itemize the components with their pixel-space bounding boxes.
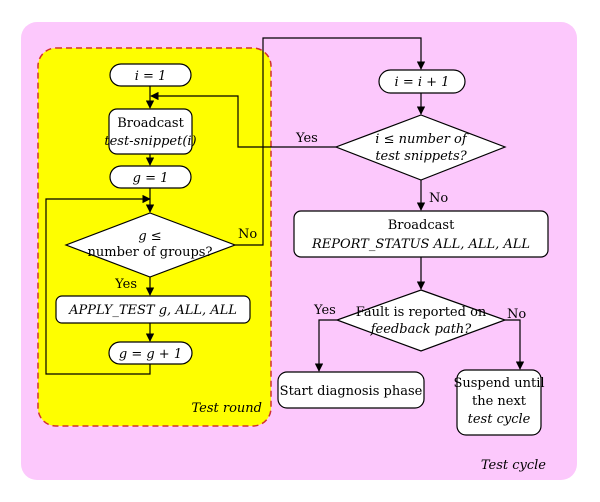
start-diagnosis-node — [277, 371, 425, 409]
yes-label-snippet: Yes — [295, 131, 318, 146]
suspend-line3: test cycle — [468, 412, 531, 427]
broadcast-word-2: Broadcast — [388, 218, 455, 233]
arrow-snippet-yes-to-broadcast — [150, 91, 336, 148]
incr-i-text: i = i + 1 — [395, 75, 450, 90]
no-label-group: No — [238, 227, 257, 242]
incr-g-text: g = g + 1 — [119, 347, 182, 362]
suspend-line1: Suspend until — [453, 376, 544, 391]
yes-label-group: Yes — [114, 277, 137, 292]
apply-test-text: APPLY_TEST g, ALL, ALL — [68, 303, 237, 318]
test-cycle-label: Test cycle — [481, 458, 546, 473]
test-round-label: Test round — [192, 401, 263, 416]
cond-g-line1: g ≤ — [138, 229, 161, 244]
incr-i-node — [378, 69, 466, 94]
no-label-snippet: No — [429, 191, 448, 206]
test-snippet-call: test-snippet(i) — [104, 134, 196, 149]
suspend-node — [456, 369, 542, 436]
no-label-fault: No — [507, 307, 526, 322]
fault-line1: Fault is reported on — [356, 305, 487, 320]
apply-test-node — [55, 295, 251, 324]
cond-g-line2: number of groups? — [88, 245, 213, 260]
arrow-fault-no-to-suspend — [505, 319, 525, 370]
init-g-text: g = 1 — [133, 171, 169, 186]
fault-line2: feedback path? — [370, 322, 473, 337]
report-status-text: REPORT_STATUS ALL, ALL, ALL — [311, 237, 530, 252]
fault-decision — [335, 289, 507, 352]
suspend-line2: the next — [472, 394, 527, 409]
cond-i-line2: test snippets? — [375, 149, 467, 164]
arrow-fault-yes-to-diagnosis — [314, 319, 337, 372]
loop-incr-g-back — [45, 194, 151, 375]
start-diagnosis-text: Start diagnosis phase — [280, 384, 423, 399]
cond-i-line1: i ≤ number of — [375, 132, 469, 147]
init-i-text: i = 1 — [135, 69, 167, 84]
yes-label-fault: Yes — [313, 303, 336, 318]
arrow-group-no-to-incr-i — [235, 37, 426, 246]
broadcast-word-1: Broadcast — [117, 116, 184, 131]
